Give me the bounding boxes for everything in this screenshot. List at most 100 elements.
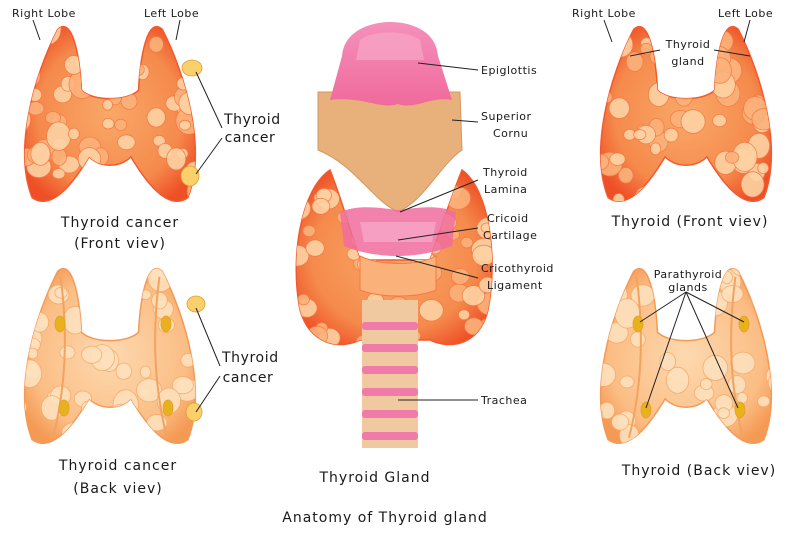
- follicle-cell: [296, 244, 310, 267]
- follicle-cell: [619, 375, 635, 389]
- leader-right-lobe-2: [603, 19, 613, 43]
- parathyroid-gland: [162, 399, 174, 417]
- label-cricothyroid-2: Ligament: [487, 279, 543, 292]
- label-thyroid-gland-1: Thyroid: [665, 38, 711, 51]
- follicle-cell: [101, 117, 115, 130]
- follicle-cell: [112, 389, 139, 420]
- leader-left-lobe: [175, 19, 181, 41]
- follicle-cell: [663, 127, 679, 143]
- follicle-cell: [649, 142, 662, 156]
- label-thyroid-cancer-front-2: cancer: [224, 130, 276, 146]
- follicle-cell: [336, 180, 349, 192]
- follicle-cell: [352, 197, 365, 209]
- follicle-cell: [175, 44, 187, 58]
- leader-thyroid-lamina: [399, 179, 479, 213]
- leader-gland-b: [713, 49, 751, 57]
- parathyroid-gland: [632, 315, 644, 333]
- follicle-cell: [717, 407, 730, 419]
- thyroid-cartilage: [317, 91, 463, 213]
- follicle-cell: [480, 329, 493, 345]
- follicle-cell: [83, 291, 107, 317]
- label-trachea: Trachea: [481, 394, 528, 407]
- follicle-cell: [176, 76, 192, 91]
- leader-right-lobe: [32, 19, 41, 41]
- follicle-cell: [83, 167, 97, 181]
- follicle-cell: [178, 91, 196, 116]
- page-title: Anatomy of Thyroid gland: [282, 510, 488, 526]
- caption-thyroid-cancer-front-2: (Front viev): [74, 236, 166, 252]
- trachea-ring: [362, 388, 418, 396]
- parathyroid-gland: [58, 399, 70, 417]
- leader-cricoid: [397, 227, 479, 241]
- follicle-cell: [46, 121, 72, 151]
- follicle-cell: [633, 129, 647, 141]
- follicle-cell: [633, 189, 652, 202]
- parathyroid-gland: [54, 315, 66, 333]
- follicle-cell: [418, 299, 444, 322]
- label-superior-2: Cornu: [493, 127, 529, 140]
- follicle-cell: [24, 344, 30, 363]
- leader-gland-a: [629, 49, 661, 57]
- lobe-edge-line: [628, 276, 642, 438]
- label-left-lobe: Left Lobe: [144, 7, 200, 20]
- leader-superior-cornu: [451, 119, 479, 123]
- follicle-cell: [608, 97, 630, 119]
- follicle-cell: [128, 62, 145, 77]
- follicle-cell: [108, 299, 120, 313]
- follicle-cell: [587, 294, 598, 303]
- follicle-cell: [767, 371, 772, 394]
- follicle-cell: [445, 186, 472, 210]
- tumor-nodule: [180, 165, 200, 187]
- follicle-cell: [724, 151, 740, 164]
- follicle-cell: [674, 85, 694, 107]
- follicle-cell: [702, 354, 729, 381]
- leader-para-2: [685, 291, 745, 323]
- caption-thyroid-cancer-back-1: Thyroid cancer: [58, 458, 178, 474]
- follicle-cell: [730, 351, 756, 375]
- follicle-cell: [99, 177, 121, 199]
- follicle-cell: [753, 29, 772, 54]
- leader-tumor-bottom: [195, 137, 223, 175]
- label-right-lobe-2: Right Lobe: [572, 7, 636, 20]
- follicle-cell: [464, 317, 484, 336]
- lobe-edge-line: [730, 276, 744, 438]
- caption-thyroid-front: Thyroid (Front viev): [611, 214, 769, 230]
- follicle-cell: [768, 350, 772, 366]
- follicle-cell: [457, 309, 471, 321]
- follicle-cell: [146, 107, 166, 128]
- follicle-cell: [665, 366, 690, 394]
- follicle-cell: [24, 359, 43, 388]
- leader-para-4: [685, 291, 739, 409]
- follicle-cell: [171, 376, 194, 395]
- follicle-cell: [147, 268, 174, 293]
- parathyroid-gland: [738, 315, 750, 333]
- leader-left-lobe-2: [743, 19, 751, 43]
- follicle-cell: [78, 281, 96, 297]
- follicle-cell: [85, 26, 112, 48]
- follicle-cell: [680, 109, 706, 134]
- lobe-edge-line: [52, 276, 66, 438]
- follicle-cell: [764, 270, 772, 293]
- follicle-cell: [102, 99, 113, 111]
- follicle-cell: [63, 305, 88, 335]
- follicle-cell: [296, 171, 314, 187]
- follicle-cell: [24, 397, 28, 417]
- follicle-cell: [24, 36, 40, 57]
- follicle-cell: [682, 197, 694, 202]
- follicle-cell: [712, 114, 727, 128]
- follicle-cell: [24, 76, 27, 97]
- follicle-cell: [684, 421, 708, 444]
- follicle-cell: [77, 147, 102, 171]
- label-thyroid-cancer-front-1: Thyroid: [224, 112, 281, 128]
- trachea-ring: [362, 344, 418, 352]
- follicle-cell: [112, 26, 129, 33]
- epiglottis-highlight: [356, 32, 424, 60]
- follicle-cell: [302, 224, 316, 237]
- trachea-ring: [362, 366, 418, 374]
- leader-tumor-top: [195, 71, 223, 129]
- follicle-cell: [27, 101, 45, 116]
- follicle-cell: [600, 318, 602, 332]
- label-thyroid-cancer-back-2: cancer: [222, 370, 274, 386]
- follicle-cell: [148, 36, 164, 53]
- follicle-cell: [600, 54, 612, 68]
